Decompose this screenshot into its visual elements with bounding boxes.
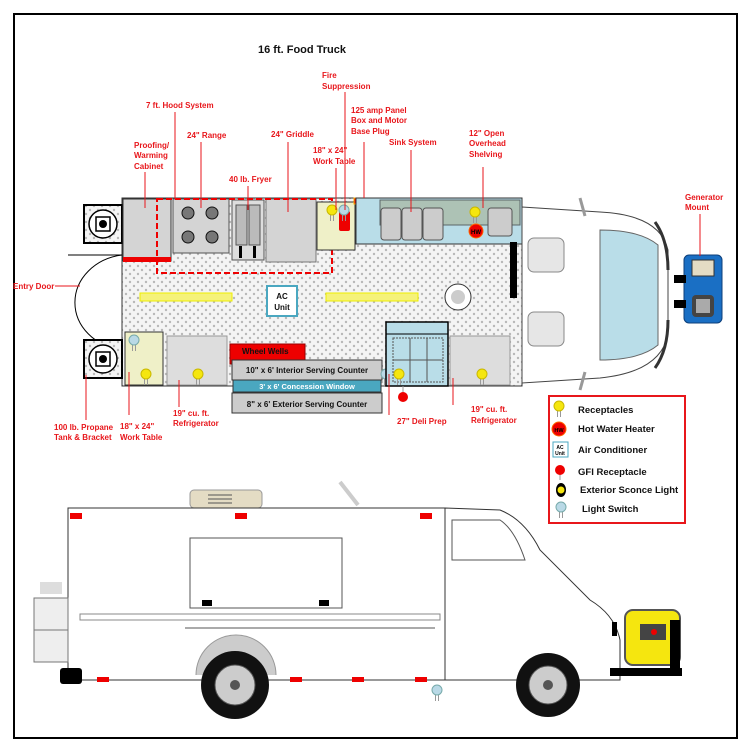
frame-border: [13, 13, 738, 739]
exterior-sconce-light-icon: [556, 483, 566, 497]
side-window[interactable]: [189, 537, 343, 609]
hot-water-heater-icon: [468, 223, 484, 239]
svg-text:Overhead: Overhead: [469, 139, 506, 148]
label-sink-system: Sink System: [389, 138, 437, 147]
label-work-table-bottom: 18" x 24": [120, 422, 154, 431]
svg-text:Tank & Bracket: Tank & Bracket: [54, 433, 112, 442]
label-deli-prep: 27" Deli Prep: [397, 417, 447, 426]
rear-wheel: [201, 651, 269, 719]
fire-suppression: [339, 211, 350, 231]
legend-air-conditioner: Air Conditioner: [578, 445, 647, 456]
ac-unit: AC Unit: [266, 285, 298, 317]
griddle: [265, 198, 317, 263]
svg-text:Cabinet: Cabinet: [134, 162, 164, 171]
label-fryer: 40 lb. Fryer: [229, 175, 272, 184]
cab-side: [444, 507, 621, 681]
svg-text:Refrigerator: Refrigerator: [173, 419, 219, 428]
label-shelving: 12" Open: [469, 129, 504, 138]
label-work-table-top: 18" x 24": [313, 146, 347, 155]
hw-text: HW: [471, 230, 481, 236]
legend-receptacles: Receptacles: [578, 405, 633, 416]
svg-text:Work Table: Work Table: [120, 433, 163, 442]
legend-gfi-receptacle: GFI Receptacle: [578, 467, 647, 478]
legend: Receptacles HW Air Conditioner Hot Water…: [548, 395, 686, 524]
svg-text:8" x 6' Exterior Serving Count: 8" x 6' Exterior Serving Counter: [247, 400, 367, 409]
proofing-cabinet: [122, 198, 172, 262]
label-hood-system: 7 ft. Hood System: [146, 101, 214, 110]
svg-text:Work Table: Work Table: [313, 157, 356, 166]
page-title: 16 ft. Food Truck: [258, 44, 347, 56]
generator-side: [610, 609, 682, 676]
label-refrigerator-right: 19" cu. ft.: [471, 405, 507, 414]
svg-text:AC: AC: [276, 292, 288, 301]
svg-text:HW: HW: [554, 428, 564, 434]
svg-text:Wheel Wells: Wheel Wells: [242, 347, 289, 356]
label-fire-suppression: Fire: [322, 71, 337, 80]
label-generator: Generator: [685, 193, 723, 202]
generator: [674, 254, 723, 324]
svg-text:Refrigerator: Refrigerator: [471, 416, 517, 425]
propane-tank-top: [83, 204, 123, 244]
svg-text:Unit: Unit: [274, 303, 290, 312]
label-range: 24" Range: [187, 131, 227, 140]
concession-window[interactable]: [232, 379, 382, 393]
hot-water-heater-icon: [551, 421, 567, 437]
label-panel: 125 amp Panel: [351, 106, 407, 115]
svg-text:AC: AC: [556, 445, 564, 451]
gfi-receptacle-icon: [398, 392, 408, 402]
svg-text:Suppression: Suppression: [322, 82, 371, 91]
labels: Fire Suppression 7 ft. Hood System 125 a…: [13, 71, 723, 442]
entry-door[interactable]: [74, 254, 123, 351]
propane-tank-bottom: [83, 339, 123, 379]
legend-light-switch: Light Switch: [582, 504, 639, 515]
air-conditioner-icon: [552, 441, 569, 458]
svg-text:10" x 6' Interior Serving Coun: 10" x 6' Interior Serving Counter: [246, 366, 368, 375]
svg-text:Shelving: Shelving: [469, 150, 502, 159]
svg-text:Hot Water Heater: Hot Water Heater: [578, 424, 655, 435]
floor-plan: HW AC Unit Wheel Wells 10" x 6' Interior…: [68, 197, 723, 414]
svg-text:Unit: Unit: [555, 451, 565, 457]
svg-text:Box and Motor: Box and Motor: [351, 116, 407, 125]
legend-exterior-sconce-light: Exterior Sconce Light: [580, 485, 679, 496]
label-refrigerator-left: 19" cu. ft.: [173, 409, 209, 418]
label-proofing-cabinet: Proofing/: [134, 141, 170, 150]
svg-text:Base Plug: Base Plug: [351, 127, 390, 136]
sink-system: [355, 197, 523, 245]
svg-text:3' x 6' Concession Window: 3' x 6' Concession Window: [259, 382, 355, 391]
svg-text:Warming: Warming: [134, 151, 168, 160]
gfi-receptacle-icon: [555, 465, 565, 475]
label-propane: 100 lb. Propane: [54, 423, 114, 432]
svg-text:Mount: Mount: [685, 203, 709, 212]
front-wheel: [516, 653, 580, 717]
side-view: [33, 480, 682, 719]
exterior-serving-counter: [231, 392, 383, 414]
truck-cab: [521, 197, 670, 391]
label-griddle: 24" Griddle: [271, 130, 314, 139]
label-entry-door: Entry Door: [13, 282, 54, 291]
